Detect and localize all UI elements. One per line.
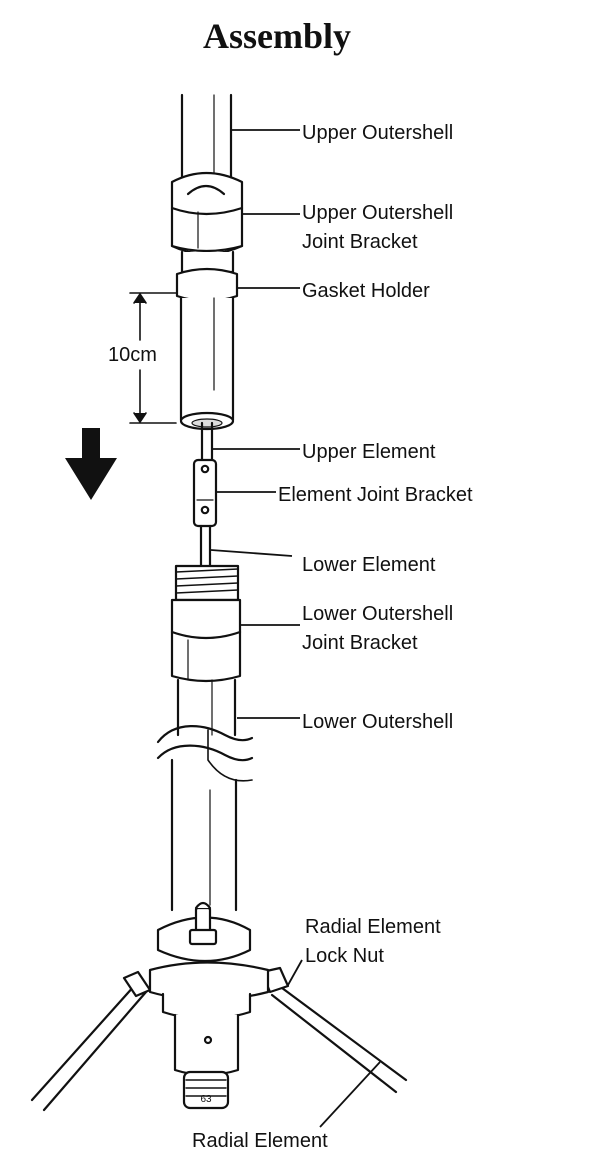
down-arrow-icon — [65, 428, 117, 500]
upper-element — [200, 421, 214, 462]
label-radial-lock-nut-2: Lock Nut — [305, 945, 384, 967]
lower-outershell — [156, 678, 254, 912]
label-radial-lock-nut-1: Radial Element — [305, 916, 441, 938]
label-upper-joint-bracket-2: Joint Bracket — [302, 231, 418, 253]
label-upper-element: Upper Element — [302, 441, 436, 463]
gasket-holder — [175, 250, 239, 431]
bottom-connector — [173, 1013, 240, 1110]
leader-lines — [210, 129, 381, 1128]
element-joint-bracket — [192, 458, 218, 528]
label-upper-joint-bracket-1: Upper Outershell — [302, 202, 453, 224]
label-lower-joint-bracket-1: Lower Outershell — [302, 603, 453, 625]
label-group: 10cm Upper Outershell Upper Outershell J… — [108, 122, 473, 1152]
label-upper-outershell: Upper Outershell — [302, 122, 453, 144]
connector-marking: 63 — [200, 1094, 212, 1105]
dimension-label: 10cm — [108, 344, 157, 366]
label-gasket-holder: Gasket Holder — [302, 280, 430, 302]
label-lower-outershell: Lower Outershell — [302, 711, 453, 733]
lower-thread — [174, 564, 240, 602]
radial-element-legs — [30, 934, 408, 1112]
lower-element — [199, 524, 212, 568]
upper-joint-bracket — [170, 172, 244, 256]
diagram-title: Assembly — [203, 16, 351, 56]
dimension-marker — [129, 292, 177, 424]
label-radial-element: Radial Element — [192, 1130, 328, 1152]
radial-base-hub — [122, 901, 290, 1021]
label-element-joint-bracket: Element Joint Bracket — [278, 484, 473, 506]
lower-joint-bracket — [170, 598, 242, 683]
label-lower-joint-bracket-2: Joint Bracket — [302, 632, 418, 654]
label-lower-element: Lower Element — [302, 554, 436, 576]
upper-outershell — [180, 93, 233, 182]
